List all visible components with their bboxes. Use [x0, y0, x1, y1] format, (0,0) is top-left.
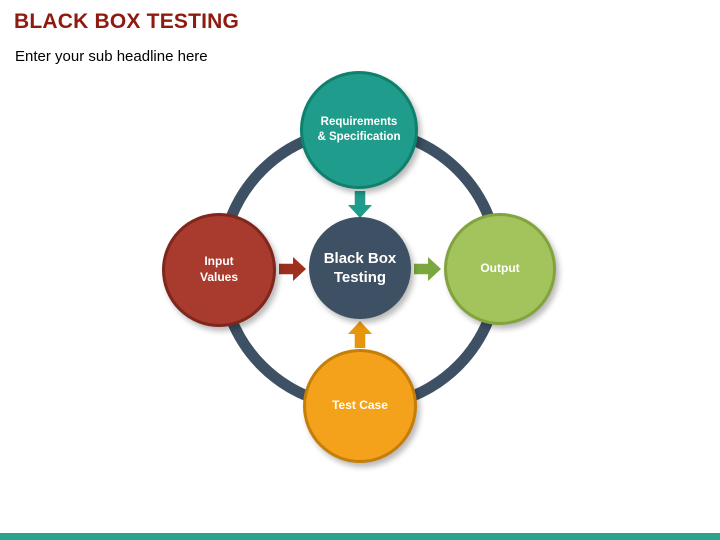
sub-headline: Enter your sub headline here: [15, 48, 208, 65]
node-input-values: Input Values: [162, 213, 276, 327]
node-label: Input Values: [199, 254, 239, 284]
node-label: Test Case: [332, 398, 388, 413]
node-label: Output: [480, 261, 520, 276]
node-test-case: Test Case: [303, 349, 417, 463]
node-label: Requirements & Specification: [317, 116, 401, 143]
node-center-black-box-testing: Black Box Testing: [309, 217, 411, 319]
bottom-accent-bar: [0, 533, 720, 540]
node-requirements-specification: Requirements & Specification: [300, 71, 418, 189]
node-label: Black Box Testing: [323, 249, 397, 287]
page-title: BLACK BOX TESTING: [14, 10, 240, 33]
node-output: Output: [444, 213, 556, 325]
